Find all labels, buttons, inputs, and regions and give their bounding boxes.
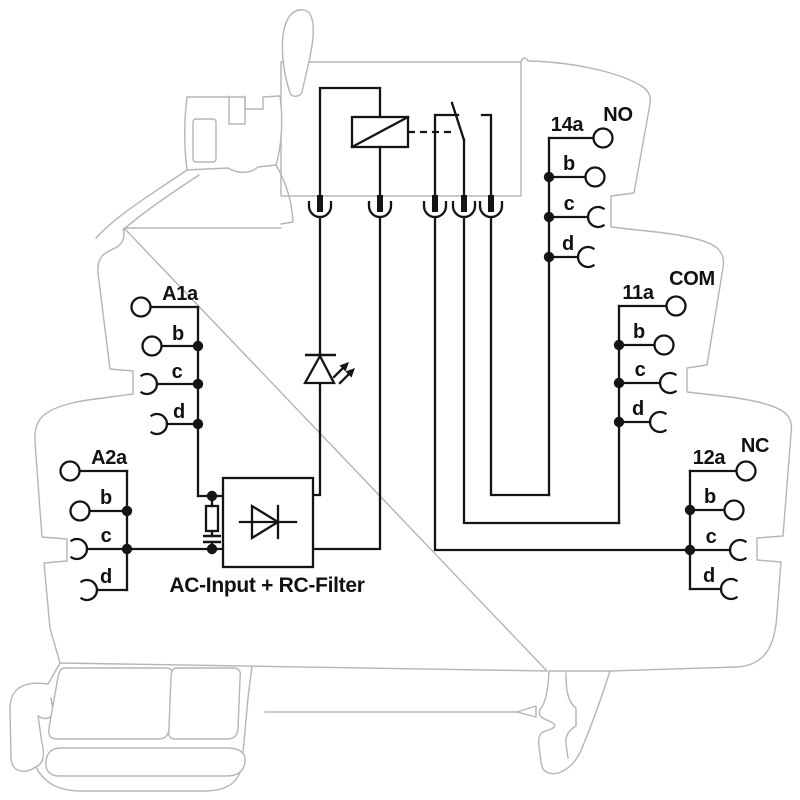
- clamp-spring-outer: [95, 169, 188, 239]
- terminal-label: d: [100, 566, 112, 588]
- clamp-spring-inner: [122, 174, 200, 231]
- din-hook-center: [537, 670, 611, 775]
- diode-symbol: [250, 503, 281, 541]
- changeover-contact: [433, 101, 493, 198]
- terminal-circle-12a: [735, 460, 757, 482]
- terminal-circle-a1a: [130, 296, 152, 318]
- terminal-group-11-com: 11a COM b c d: [617, 268, 715, 525]
- terminal-circle-12b: [723, 499, 745, 521]
- com-wire: [462, 215, 621, 525]
- terminal-label: A2a: [91, 447, 128, 469]
- housing-seam: [520, 57, 529, 63]
- terminal-group-14-no: 14a NO b c d: [547, 104, 633, 497]
- terminal-label: c: [172, 361, 183, 383]
- terminal-label: A1a: [162, 283, 199, 305]
- led-light-arrows: [332, 362, 355, 385]
- clamp-hole: [192, 118, 217, 163]
- terminal-label: b: [563, 153, 575, 175]
- contact-function-label: COM: [669, 268, 715, 290]
- terminal-group-a2: A2a b c d: [59, 447, 225, 602]
- terminal-label: c: [706, 526, 717, 548]
- terminal-label: 14a: [551, 114, 585, 136]
- terminal-circle-a1b: [141, 335, 163, 357]
- terminal-socket-11c: [658, 371, 678, 395]
- mounting-clamp: [95, 9, 314, 239]
- clamp-slot: [228, 95, 246, 125]
- terminal-socket-12d: [719, 577, 739, 601]
- module-housing-outline: [9, 9, 793, 792]
- plug-connector: [478, 195, 504, 219]
- terminal-label: d: [562, 233, 574, 255]
- terminal-label: 12a: [693, 447, 727, 469]
- terminal-label: d: [632, 398, 644, 420]
- plug-connector: [307, 195, 333, 219]
- terminal-label: d: [703, 565, 715, 587]
- base-slot: [45, 747, 246, 777]
- terminal-label: c: [635, 359, 646, 381]
- din-rail-base: [9, 662, 611, 792]
- terminal-circle-a2b: [69, 500, 91, 522]
- terminal-label: c: [101, 525, 112, 547]
- terminal-label: b: [704, 486, 716, 508]
- ac-input-box: [221, 476, 315, 569]
- terminal-group-a1: A1a b c d: [130, 283, 199, 498]
- contact-no-fixed: [480, 113, 493, 198]
- clamp-finger: [281, 9, 314, 97]
- terminal-label: c: [564, 193, 575, 215]
- release-hook-left: [9, 662, 61, 772]
- coil-return-wire: [311, 215, 382, 551]
- plug-connector: [367, 195, 393, 219]
- clamp-bracket: [184, 95, 283, 174]
- terminal-socket-12c: [728, 538, 748, 562]
- din-hook-inner: [565, 672, 577, 759]
- contact-nc-fixed: [433, 113, 460, 198]
- plug-connector: [451, 195, 477, 219]
- plug-connector: [422, 195, 448, 219]
- no-wire: [489, 215, 551, 497]
- circuit: AC-Input + RC-Filter A1a b c d: [59, 86, 769, 602]
- contact-function-label: NO: [603, 104, 632, 126]
- terminal-socket-a2d: [79, 578, 99, 602]
- plug-in-connections: [307, 195, 504, 219]
- terminal-label: b: [633, 321, 645, 343]
- terminal-socket-14c: [586, 205, 606, 229]
- terminal-circle-a2a: [59, 460, 81, 482]
- terminal-socket-14d: [576, 245, 596, 269]
- terminal-socket-a1d: [149, 412, 169, 436]
- housing-body-outline: [34, 60, 793, 672]
- base-pad-2: [167, 667, 242, 740]
- led-indicator: [303, 215, 355, 497]
- terminal-socket-a1c: [139, 372, 159, 396]
- terminal-circle-11a: [665, 295, 687, 317]
- clamp-foot: [275, 164, 294, 225]
- relay-coil: [318, 86, 410, 198]
- terminal-group-12-nc: 12a NC b c d: [688, 435, 769, 601]
- function-box-label: AC-Input + RC-Filter: [169, 574, 364, 597]
- rail-clip-wedge: [516, 705, 537, 718]
- resistor-symbol: [204, 504, 220, 533]
- terminal-label: 11a: [622, 282, 655, 304]
- contact-function-label: NC: [741, 435, 769, 457]
- junction-dots: [121, 171, 696, 556]
- terminal-circle-14b: [584, 166, 606, 188]
- rc-filter: [196, 494, 225, 551]
- contact-blade: [450, 101, 466, 142]
- terminal-socket-a2c: [69, 537, 89, 561]
- terminal-circle-11b: [653, 334, 675, 356]
- terminal-label: d: [173, 401, 185, 423]
- nc-wire: [433, 215, 692, 552]
- base-pad-1: [48, 667, 174, 740]
- terminal-label: b: [100, 487, 112, 509]
- terminal-socket-11d: [648, 410, 668, 434]
- terminal-label: b: [172, 323, 184, 345]
- terminal-circle-14a: [592, 127, 614, 149]
